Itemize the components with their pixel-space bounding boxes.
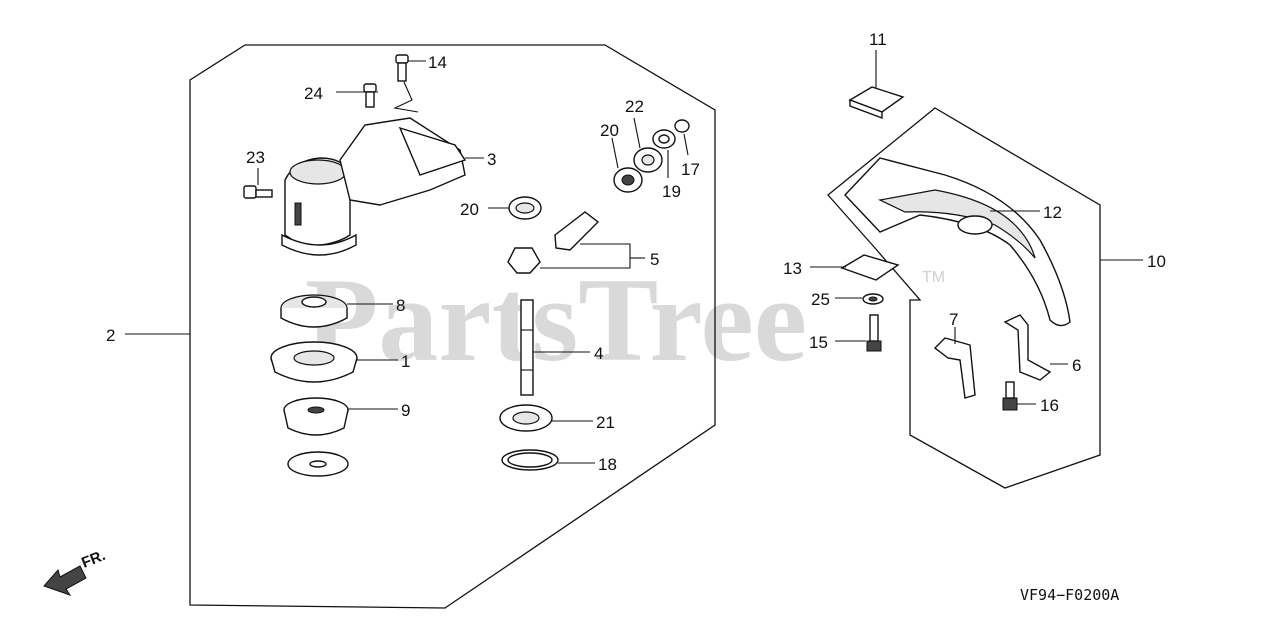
callout-23: 23 xyxy=(246,148,265,167)
bolt-16[interactable] xyxy=(1002,381,1018,411)
bolt-23[interactable] xyxy=(243,185,273,199)
callout-17: 17 xyxy=(681,160,700,179)
callout-11: 11 xyxy=(869,30,887,49)
part-1-cover[interactable] xyxy=(270,341,358,383)
callout-13: 13 xyxy=(783,259,802,278)
watermark-text: PartsTree xyxy=(305,253,807,386)
callout-20-upper: 20 xyxy=(600,121,619,140)
direction-label: FR. xyxy=(79,547,108,572)
callout-1: 1 xyxy=(401,352,410,371)
callout-6: 6 xyxy=(1072,356,1081,375)
gear-case-group-outline xyxy=(189,44,716,609)
callout-21: 21 xyxy=(596,413,615,432)
bracket-7[interactable] xyxy=(933,337,976,399)
callout-18: 18 xyxy=(598,455,617,474)
washer[interactable] xyxy=(287,451,349,477)
front-direction-arrow-icon xyxy=(43,565,87,596)
callout-9: 9 xyxy=(401,401,410,420)
gear-case-housing[interactable] xyxy=(281,117,467,256)
washer-25[interactable] xyxy=(862,293,884,305)
seal-19[interactable] xyxy=(652,129,676,149)
circlip-17[interactable] xyxy=(674,119,690,133)
bolt-14-leader xyxy=(393,81,419,113)
callout-3: 3 xyxy=(487,150,496,169)
diagram-code: VF94−F0200A xyxy=(1020,586,1119,604)
callout-22: 22 xyxy=(625,97,644,116)
callout-10: 10 xyxy=(1147,252,1166,271)
guard-12[interactable] xyxy=(844,157,1071,327)
callout-2: 2 xyxy=(106,326,115,345)
plate-13[interactable] xyxy=(840,254,900,281)
callout-16: 16 xyxy=(1040,396,1059,415)
callout-25: 25 xyxy=(811,290,830,309)
part-8-holder[interactable] xyxy=(280,294,348,328)
circlip-18[interactable] xyxy=(501,449,559,471)
bearing-20-middle[interactable] xyxy=(508,196,542,220)
bolt-24[interactable] xyxy=(363,83,377,108)
watermark-trademark: TM xyxy=(922,269,945,286)
callout-4: 4 xyxy=(594,344,603,363)
part-9-seal[interactable] xyxy=(283,397,349,436)
bolt-14[interactable] xyxy=(395,54,409,82)
plate-11[interactable] xyxy=(848,86,905,120)
callout-24: 24 xyxy=(304,84,323,103)
drive-shaft[interactable] xyxy=(520,299,534,396)
callout-20-middle: 20 xyxy=(460,200,479,219)
callout-12: 12 xyxy=(1043,203,1062,222)
clip-6[interactable] xyxy=(1003,314,1052,381)
callout-5: 5 xyxy=(650,250,659,269)
callout-8: 8 xyxy=(396,296,405,315)
callout-15: 15 xyxy=(809,333,828,352)
bevel-gear-set[interactable] xyxy=(507,211,600,274)
callout-19: 19 xyxy=(662,182,681,201)
bearing-21[interactable] xyxy=(499,404,553,432)
bearing-22[interactable] xyxy=(633,147,663,173)
guard-group-outline xyxy=(827,107,1101,489)
callout-7: 7 xyxy=(949,310,958,329)
bearing-20-upper[interactable] xyxy=(613,167,643,193)
callout-14: 14 xyxy=(428,53,447,72)
bolt-15[interactable] xyxy=(866,314,882,352)
